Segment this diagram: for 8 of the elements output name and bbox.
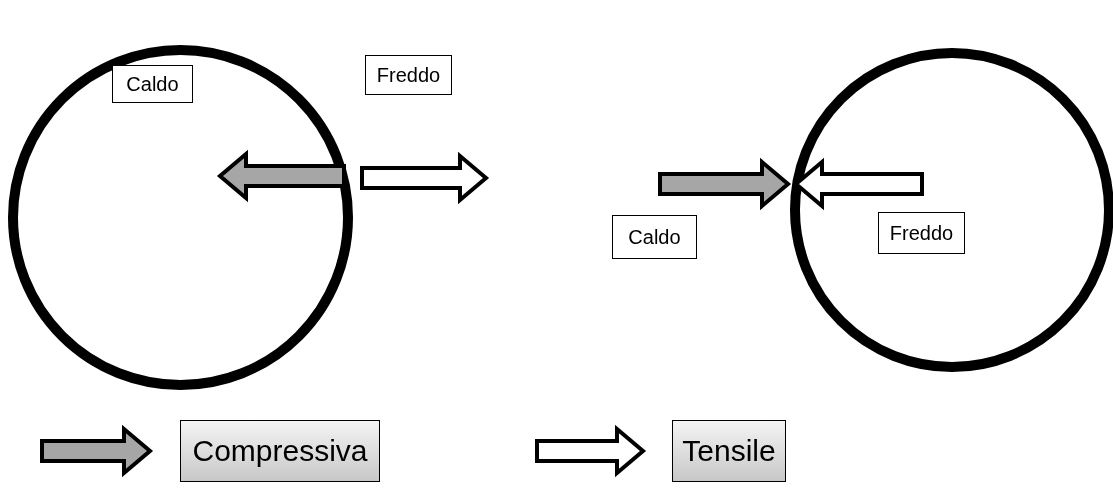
text-box: Caldo (112, 65, 193, 103)
circle-outline (8, 45, 353, 390)
text-box: Caldo (612, 215, 697, 259)
circle-outline (790, 48, 1113, 372)
legend-label: Tensile (672, 420, 786, 482)
legend-label: Compressiva (180, 420, 380, 482)
text-box: Freddo (365, 55, 452, 95)
text-box: Freddo (878, 212, 965, 254)
